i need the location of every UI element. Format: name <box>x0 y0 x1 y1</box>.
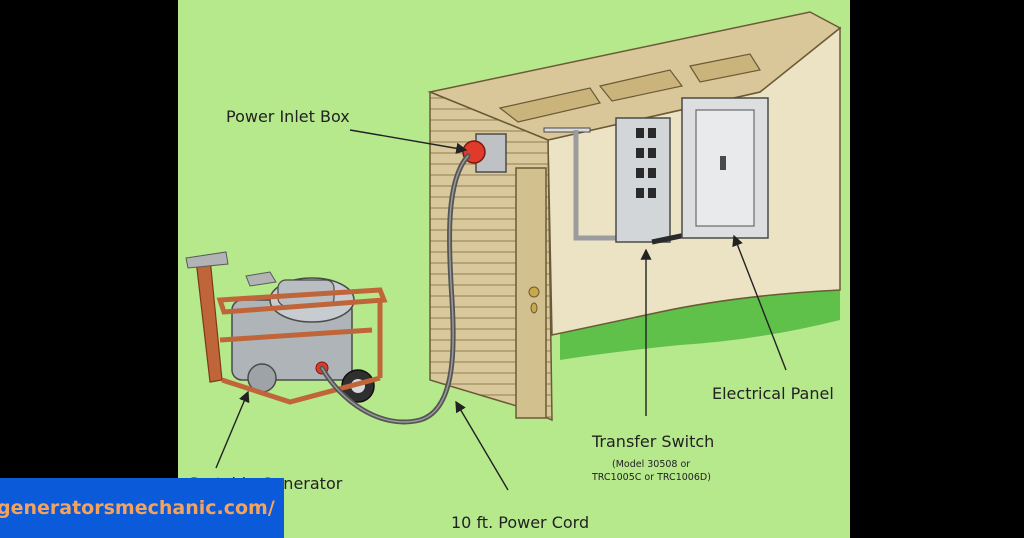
conduit <box>543 127 591 133</box>
conduit <box>573 130 620 241</box>
panel-latch <box>720 156 726 170</box>
inlet-box-arrow <box>349 129 468 154</box>
transfer-switch-model-line-1: (Model 30508 or <box>612 459 691 470</box>
joist <box>498 87 601 123</box>
transfer-switch-model-line-2: TRC1005C or TRC1006D) <box>592 472 711 483</box>
power-cord-label: 10 ft. Power Cord <box>451 513 590 532</box>
generator-arrow <box>215 390 250 469</box>
portable-generator <box>185 251 388 405</box>
door-knob <box>528 286 540 298</box>
power-cord-highlight <box>321 155 469 423</box>
electrical-panel-arrow <box>732 234 787 371</box>
transfer-switch-breakers <box>636 128 656 198</box>
transfer-switch-label: Transfer Switch <box>592 432 715 451</box>
website-banner <box>0 478 284 538</box>
transfer-switch <box>615 117 671 243</box>
website-url[interactable]: generatorsmechanic.com/ <box>0 497 275 519</box>
door-lock <box>530 302 538 314</box>
electrical-panel-label: Electrical Panel <box>712 384 834 403</box>
joist <box>689 53 761 83</box>
power-inlet-box-label: Power Inlet Box <box>226 107 350 126</box>
power-cord-arrow <box>455 400 509 491</box>
joist <box>598 69 684 102</box>
